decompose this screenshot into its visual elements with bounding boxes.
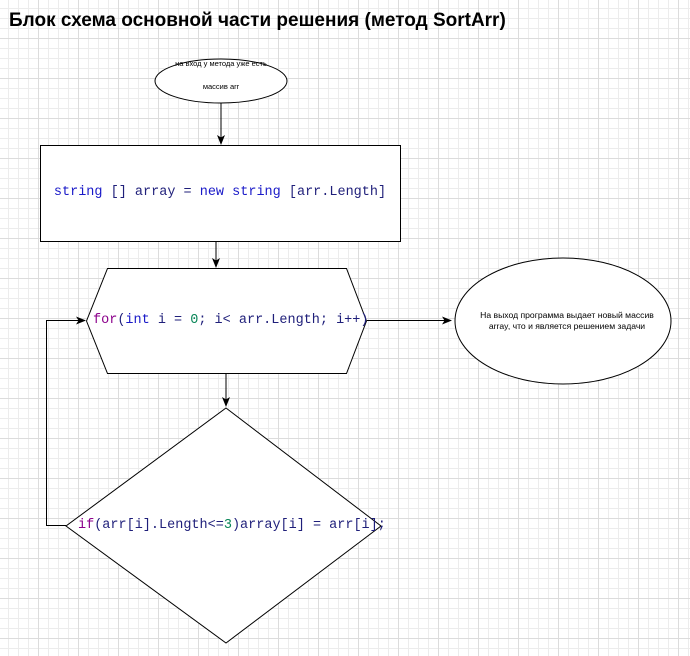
arrow-condition-loopback: [46, 316, 86, 526]
condition-diamond[interactable]: [65, 407, 382, 644]
start-ellipse[interactable]: [154, 58, 288, 104]
loop-hexagon[interactable]: [85, 268, 368, 374]
diagram-title: Блок схема основной части решения (метод…: [9, 10, 506, 31]
process-rect[interactable]: [40, 145, 401, 242]
end-ellipse[interactable]: [454, 257, 672, 385]
